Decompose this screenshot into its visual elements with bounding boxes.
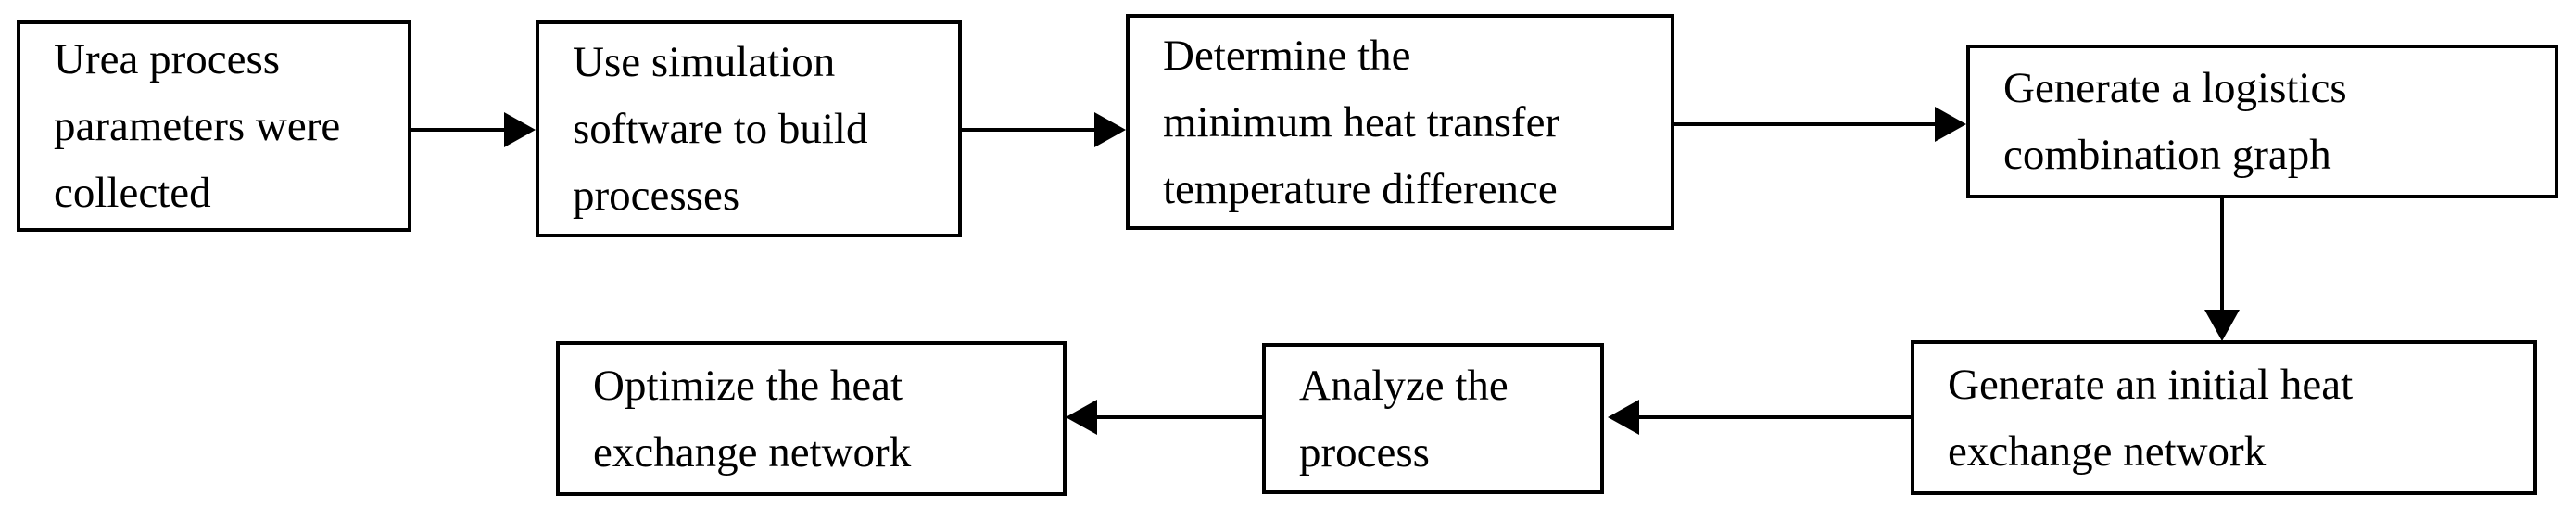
- flow-node-analyze-process: Analyze the process: [1262, 343, 1604, 494]
- flow-node-initial-network: Generate an initial heat exchange networ…: [1911, 340, 2537, 495]
- node-text-line: combination graph: [2003, 131, 2331, 179]
- arrow-line-initial-to-analyze: [1637, 415, 1911, 419]
- flow-node-collect-parameters: Urea process parameters were collected: [17, 20, 411, 232]
- arrow-line-determine-to-logistics: [1674, 122, 1938, 126]
- arrow-line-build-to-determine: [962, 128, 1098, 132]
- node-text-line: exchange network: [593, 427, 912, 477]
- node-text-line: Determine the: [1163, 31, 1411, 80]
- arrowhead-right-icon: [504, 112, 536, 147]
- arrow-line-logistics-to-initial: [2220, 198, 2224, 310]
- flow-node-logistics-graph: Generate a logistics combination graph: [1966, 45, 2558, 198]
- node-text-line: Generate an initial heat: [1948, 360, 2354, 409]
- flow-node-build-processes: Use simulation software to build process…: [536, 20, 962, 237]
- arrowhead-down-icon: [2204, 310, 2240, 341]
- arrowhead-left-icon: [1066, 400, 1097, 435]
- node-text-line: minimum heat transfer: [1163, 97, 1560, 146]
- arrowhead-left-icon: [1608, 400, 1639, 435]
- node-text-line: Generate a logistics: [2003, 64, 2347, 112]
- node-text-line: Use simulation: [573, 38, 836, 86]
- flow-node-optimize-network: Optimize the heat exchange network: [556, 341, 1067, 496]
- arrow-line-collect-to-build: [411, 128, 508, 132]
- node-text-line: Optimize the heat: [593, 361, 903, 410]
- node-text-line: process: [1299, 427, 1430, 477]
- flow-node-determine-delta-t: Determine the minimum heat transfer temp…: [1126, 14, 1674, 230]
- node-text-line: temperature difference: [1163, 164, 1558, 213]
- arrow-line-analyze-to-optimize: [1095, 415, 1262, 419]
- arrowhead-right-icon: [1935, 107, 1966, 142]
- arrowhead-right-icon: [1094, 112, 1126, 147]
- node-text-line: Urea process: [54, 35, 281, 83]
- node-text-line: parameters were: [54, 102, 341, 150]
- node-text-line: Analyze the: [1299, 361, 1509, 410]
- node-text-line: collected: [54, 169, 211, 217]
- node-text-line: exchange network: [1948, 426, 2267, 476]
- node-text-line: software to build: [573, 105, 868, 153]
- node-text-line: processes: [573, 172, 740, 220]
